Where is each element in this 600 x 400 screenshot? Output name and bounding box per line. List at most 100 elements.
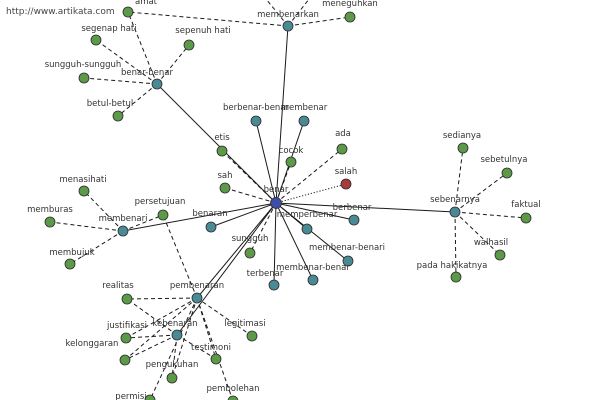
node-legitimasi[interactable] [246, 330, 258, 342]
node-membujuk[interactable] [64, 258, 76, 270]
label-pembenaran[interactable]: pembenaran [170, 281, 224, 291]
node-benar-benar[interactable] [151, 78, 163, 90]
label-segenap-hati[interactable]: segenap hati [81, 24, 136, 34]
label-sah[interactable]: sah [217, 171, 232, 181]
node-benaran[interactable] [205, 221, 217, 233]
label-amat[interactable]: amat [135, 0, 158, 7]
label-meneguhkan[interactable]: meneguhkan [322, 0, 378, 9]
node-sedianya[interactable] [457, 142, 469, 154]
node-pada-hakikatnya[interactable] [450, 271, 462, 283]
label-menasihati[interactable]: menasihati [59, 175, 106, 185]
node-realitas[interactable] [121, 293, 133, 305]
label-benaran[interactable]: benaran [192, 209, 227, 219]
label-membenari[interactable]: membenari [99, 214, 148, 224]
label-legitimasi[interactable]: legitimasi [224, 319, 265, 329]
node-sebenarnya[interactable] [449, 206, 461, 218]
node-walhasil[interactable] [494, 249, 506, 261]
label-sebetulnya[interactable]: sebetulnya [481, 155, 528, 165]
watermark-url[interactable]: http://www.artikata.com [6, 7, 115, 17]
node-terbenar[interactable] [268, 279, 280, 291]
node-sebetulnya[interactable] [501, 167, 513, 179]
label-faktual[interactable]: faktual [511, 200, 540, 210]
node-berbenar[interactable] [348, 214, 360, 226]
edge-benar-berbenar-benar [255, 120, 277, 204]
label-ada[interactable]: ada [335, 129, 351, 139]
node-betul-betul[interactable] [112, 110, 124, 122]
node-justifikasi[interactable] [120, 332, 132, 344]
label-membujuk[interactable]: membujuk [49, 248, 94, 258]
label-berbenar-benar[interactable]: berbenar-benar [223, 103, 290, 113]
label-membenarkan[interactable]: membenarkan [257, 10, 319, 20]
label-kelonggaran[interactable]: kelonggaran [66, 339, 119, 349]
node-benar[interactable] [270, 197, 282, 209]
node-menasihati[interactable] [78, 185, 90, 197]
label-salah[interactable]: salah [335, 167, 358, 177]
label-sedianya[interactable]: sedianya [443, 131, 481, 141]
node-membenarkan[interactable] [282, 20, 294, 32]
label-benar-benar[interactable]: benar-benar [121, 68, 173, 78]
label-berbenar[interactable]: berbenar [333, 203, 372, 213]
node-sepenuh-hati[interactable] [183, 39, 195, 51]
node-pembolehan[interactable] [227, 395, 239, 400]
label-membenar-benari[interactable]: membenar-benari [309, 243, 385, 253]
node-meneguhkan[interactable] [344, 11, 356, 23]
label-membenar-benar[interactable]: membenar-benar [276, 263, 350, 273]
label-justifikasi[interactable]: justifikasi [106, 321, 147, 331]
node-memperbenar[interactable] [301, 223, 313, 235]
node-faktual[interactable] [520, 212, 532, 224]
label-testimoni[interactable]: testimoni [191, 343, 231, 353]
edge-benar-benar-segenap-hati [95, 39, 158, 85]
label-memperbenar[interactable]: memperbenar [277, 210, 338, 220]
node-membenar-benari[interactable] [342, 255, 354, 267]
label-layer: benar benar-benar membenarkan membenari sebe… [27, 0, 541, 400]
label-sebenarnya[interactable]: sebenarnya [430, 195, 480, 205]
label-realitas[interactable]: realitas [102, 281, 134, 291]
node-kelonggaran[interactable] [119, 354, 131, 366]
edge-pembenaran-realitas [126, 297, 198, 300]
label-pada-hakikatnya[interactable]: pada hakikatnya [417, 261, 488, 271]
label-sungguh[interactable]: sungguh [232, 234, 269, 244]
label-sungguh-sungguh[interactable]: sungguh-sungguh [45, 60, 122, 70]
label-sepenuh-hati[interactable]: sepenuh hati [175, 26, 230, 36]
node-berbenar-benar[interactable] [250, 115, 262, 127]
node-sungguh-sungguh[interactable] [78, 72, 90, 84]
label-cocok[interactable]: cocok [279, 146, 304, 156]
label-pengukuhan[interactable]: pengukuhan [146, 360, 199, 370]
label-permisi[interactable]: permisi [115, 392, 146, 400]
node-memburas[interactable] [44, 216, 56, 228]
node-cocok[interactable] [285, 156, 297, 168]
node-layer [44, 6, 532, 400]
node-membenar-benar[interactable] [307, 274, 319, 286]
label-kebenaran[interactable]: kebenaran [152, 319, 197, 329]
node-membenari[interactable] [117, 225, 129, 237]
edge-kebenaran-kelonggaran [124, 334, 178, 361]
node-etis[interactable] [216, 145, 228, 157]
edge-kebenaran-pengukuhan [171, 334, 178, 379]
node-amat[interactable] [122, 6, 134, 18]
edge-layer [49, 0, 527, 400]
node-kebenaran[interactable] [171, 329, 183, 341]
label-benar[interactable]: benar [264, 185, 289, 195]
node-salah[interactable] [340, 178, 352, 190]
node-testimoni[interactable] [210, 353, 222, 365]
edge-kebenaran-realitas [126, 298, 178, 336]
node-permisi[interactable] [144, 394, 156, 400]
label-etis[interactable]: etis [214, 133, 230, 143]
node-persetujuan[interactable] [157, 209, 169, 221]
label-pembolehan[interactable]: pembolehan [206, 384, 259, 394]
node-pembenaran[interactable] [191, 292, 203, 304]
node-membenar[interactable] [298, 115, 310, 127]
edge-benar-terbenar [273, 202, 277, 286]
label-terbenar[interactable]: terbenar [247, 269, 284, 279]
node-segenap-hati[interactable] [90, 34, 102, 46]
node-pengukuhan[interactable] [166, 372, 178, 384]
label-persetujuan[interactable]: persetujuan [135, 197, 186, 207]
edge-pembenaran-persetujuan [162, 214, 198, 299]
node-sungguh[interactable] [244, 247, 256, 259]
label-membenar[interactable]: membenar [281, 103, 328, 113]
label-walhasil[interactable]: walhasil [474, 238, 508, 248]
label-betul-betul[interactable]: betul-betul [87, 99, 133, 109]
label-memburas[interactable]: memburas [27, 205, 73, 215]
node-sah[interactable] [219, 182, 231, 194]
node-ada[interactable] [336, 143, 348, 155]
